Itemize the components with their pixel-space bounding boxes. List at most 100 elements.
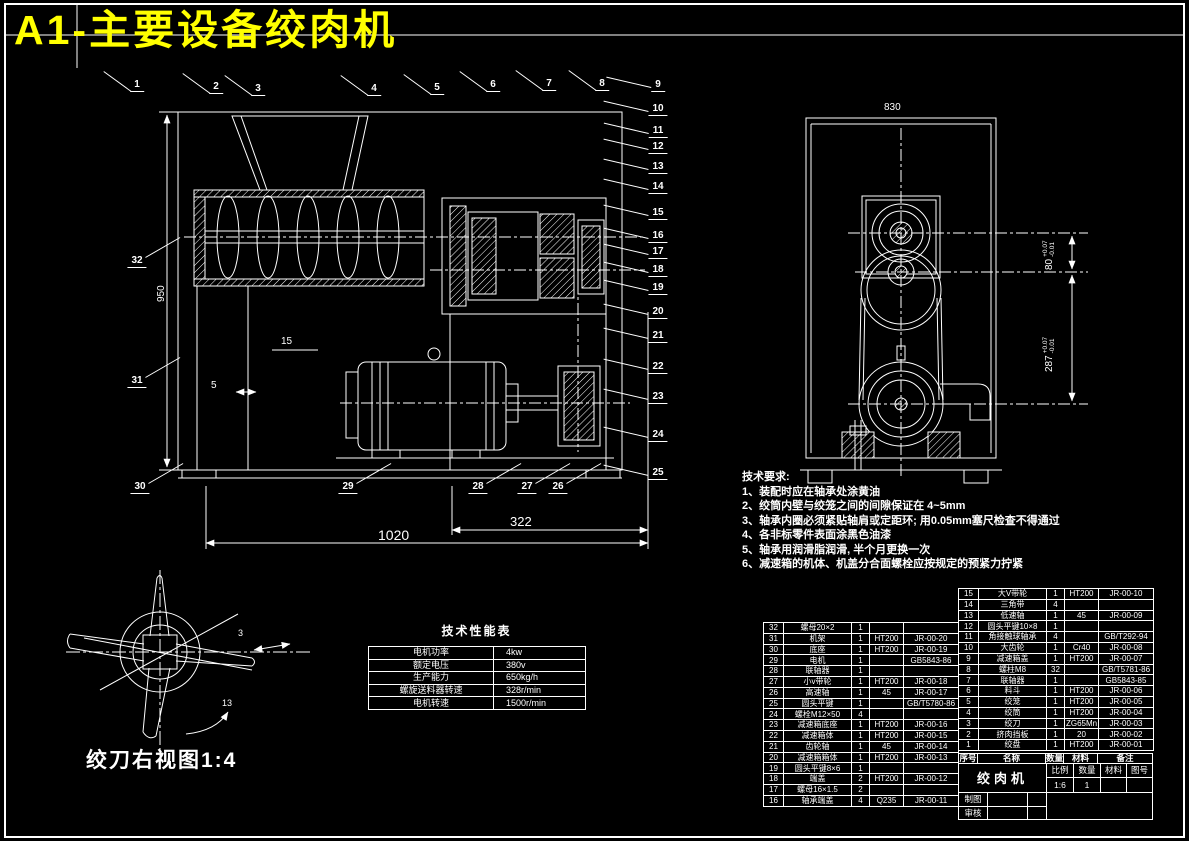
cell-note: GB/T292-94 xyxy=(1098,631,1154,643)
cell-name: 绞筒 xyxy=(978,706,1047,719)
parts-row: 13 低速轴 1 45 JR-00-09 xyxy=(958,609,1154,622)
cell-name: 电机 xyxy=(783,654,852,667)
cell-material xyxy=(1064,631,1099,643)
cell-material xyxy=(869,708,904,721)
spec-table-title: 技术性能表 xyxy=(441,624,512,638)
spec-value: 380v xyxy=(493,658,586,673)
parts-row: 22 减速箱体 1 HT200 JR-00-15 xyxy=(763,729,959,742)
parts-row: 29 电机 1 GB5843-86 xyxy=(763,654,959,667)
cell-qty: 1 xyxy=(1046,609,1065,622)
main-assembly-view xyxy=(177,111,645,479)
spec-label: 电机功率 xyxy=(368,646,494,660)
product-name: 绞肉机 xyxy=(958,763,1047,793)
parts-row: 28 联轴器 1 xyxy=(763,665,959,677)
cell-material: HT200 xyxy=(869,751,904,764)
cell-name: 料斗 xyxy=(978,685,1047,697)
part-balloon: 30 xyxy=(130,481,150,494)
cell-name: 联轴器 xyxy=(783,665,852,677)
cell-name: 减速箱体 xyxy=(783,729,852,742)
dim-offset: 15 xyxy=(281,336,293,347)
cell-qty: 1 xyxy=(1046,652,1065,665)
cell-qty: 1 xyxy=(851,697,870,710)
cell-name: 减速箱盖 xyxy=(978,652,1047,665)
cell-no: 13 xyxy=(958,609,979,622)
cell-no: 16 xyxy=(763,794,784,807)
cell-material: HT200 xyxy=(869,643,904,656)
part-balloon: 5 xyxy=(430,82,444,95)
cell-no: 32 xyxy=(763,622,784,634)
title-block: 序号 名称 数量 材料 备注 绞肉机 比例 数量 材料 图号 1:6 1 制图 … xyxy=(958,753,1153,820)
spec-row: 螺旋送料器转速 328r/min xyxy=(368,683,586,698)
part-balloon: 31 xyxy=(127,375,147,388)
cell-qty: 2 xyxy=(851,783,870,796)
cell-name: 螺母20×2 xyxy=(783,622,852,634)
parts-row: 30 底座 1 HT200 JR-00-19 xyxy=(763,643,959,656)
cell-name: 齿轮轴 xyxy=(783,740,852,753)
cell-no: 1 xyxy=(958,739,979,751)
part-balloon: 13 xyxy=(648,161,668,174)
material-label: 材料 xyxy=(1100,763,1127,778)
cell-name: 高速轴 xyxy=(783,686,852,699)
cell-qty: 1 xyxy=(851,762,870,775)
cell-material: 45 xyxy=(869,686,904,699)
cell-note: JR-00-19 xyxy=(903,643,959,656)
cell-material xyxy=(869,665,904,677)
cell-material xyxy=(1064,663,1099,676)
cell-qty: 1 xyxy=(1046,588,1065,600)
sheet-title: A1-主要设备绞肉机 xyxy=(14,7,398,53)
cell-name: 绞笼 xyxy=(978,695,1047,708)
tech-note-line: 3、轴承内圈必须紧贴轴肩或定距环; 用0.05mm塞尺检查不得通过 xyxy=(742,514,1060,527)
part-balloon: 21 xyxy=(648,330,668,343)
parts-row: 2 挤肉挡板 1 20 JR-00-02 xyxy=(958,728,1154,741)
drawing-no-value xyxy=(1126,777,1153,793)
cell-name: 轴承端盖 xyxy=(783,794,852,807)
cell-material: HT200 xyxy=(1064,695,1099,708)
part-balloon: 10 xyxy=(648,103,668,116)
part-balloon: 26 xyxy=(548,481,568,494)
cutter-dim-thickness: 3 xyxy=(238,628,244,638)
dim-center-distance-1: 80 +0.07 -0.01 xyxy=(1042,240,1056,270)
parts-row: 21 齿轮轴 1 45 JR-00-14 xyxy=(763,740,959,753)
cell-note: GB5843-86 xyxy=(903,654,959,667)
cell-material: HT200 xyxy=(1064,685,1099,697)
cell-qty: 1 xyxy=(1046,717,1065,730)
cell-note xyxy=(903,708,959,721)
cell-qty: 1 xyxy=(1046,695,1065,708)
parts-row: 7 联轴器 1 GB5843-85 xyxy=(958,674,1154,687)
parts-row: 12 圆头平键10×8 1 xyxy=(958,620,1154,633)
parts-row: 26 高速轴 1 45 JR-00-17 xyxy=(763,686,959,699)
title-block-blank xyxy=(1046,792,1153,820)
cell-qty: 1 xyxy=(851,675,870,688)
cell-note: JR-00-04 xyxy=(1098,706,1154,719)
cell-qty: 1 xyxy=(851,740,870,753)
parts-row: 17 螺母16×1.5 2 xyxy=(763,783,959,796)
qty-label: 数量 xyxy=(1073,763,1101,778)
cell-note xyxy=(903,622,959,634)
draft-name xyxy=(987,792,1028,807)
cell-material xyxy=(1064,620,1099,633)
dim-total-width: 1020 xyxy=(378,527,410,543)
cell-note: JR-00-03 xyxy=(1098,717,1154,730)
cell-no: 24 xyxy=(763,708,784,721)
cell-note: JR-00-09 xyxy=(1098,609,1154,622)
cell-note: JR-00-17 xyxy=(903,686,959,699)
side-view xyxy=(800,117,1088,484)
cell-note: JR-00-05 xyxy=(1098,695,1154,708)
cell-material xyxy=(869,697,904,710)
cell-material: HT200 xyxy=(869,632,904,645)
tech-note-line: 2、绞筒内壁与绞笼之间的间隙保证在 4~5mm xyxy=(742,500,966,512)
cell-material: HT200 xyxy=(1064,588,1099,600)
parts-row: 25 圆头平键 1 GB/T5780-86 xyxy=(763,697,959,710)
cell-no: 28 xyxy=(763,665,784,677)
part-balloon: 4 xyxy=(367,83,381,96)
cell-no: 10 xyxy=(958,641,979,654)
parts-row: 3 绞刀 1 ZG65Mn JR-00-03 xyxy=(958,717,1154,730)
cell-name: 底座 xyxy=(783,643,852,656)
parts-table-right: 15 大V带轮 1 HT200 JR-00-10 14 三角带 4 13 低速轴… xyxy=(958,588,1154,751)
cell-material: HT200 xyxy=(869,675,904,688)
parts-row: 32 螺母20×2 1 xyxy=(763,622,959,634)
part-balloon: 22 xyxy=(648,361,668,374)
spec-label: 生产能力 xyxy=(368,671,494,685)
